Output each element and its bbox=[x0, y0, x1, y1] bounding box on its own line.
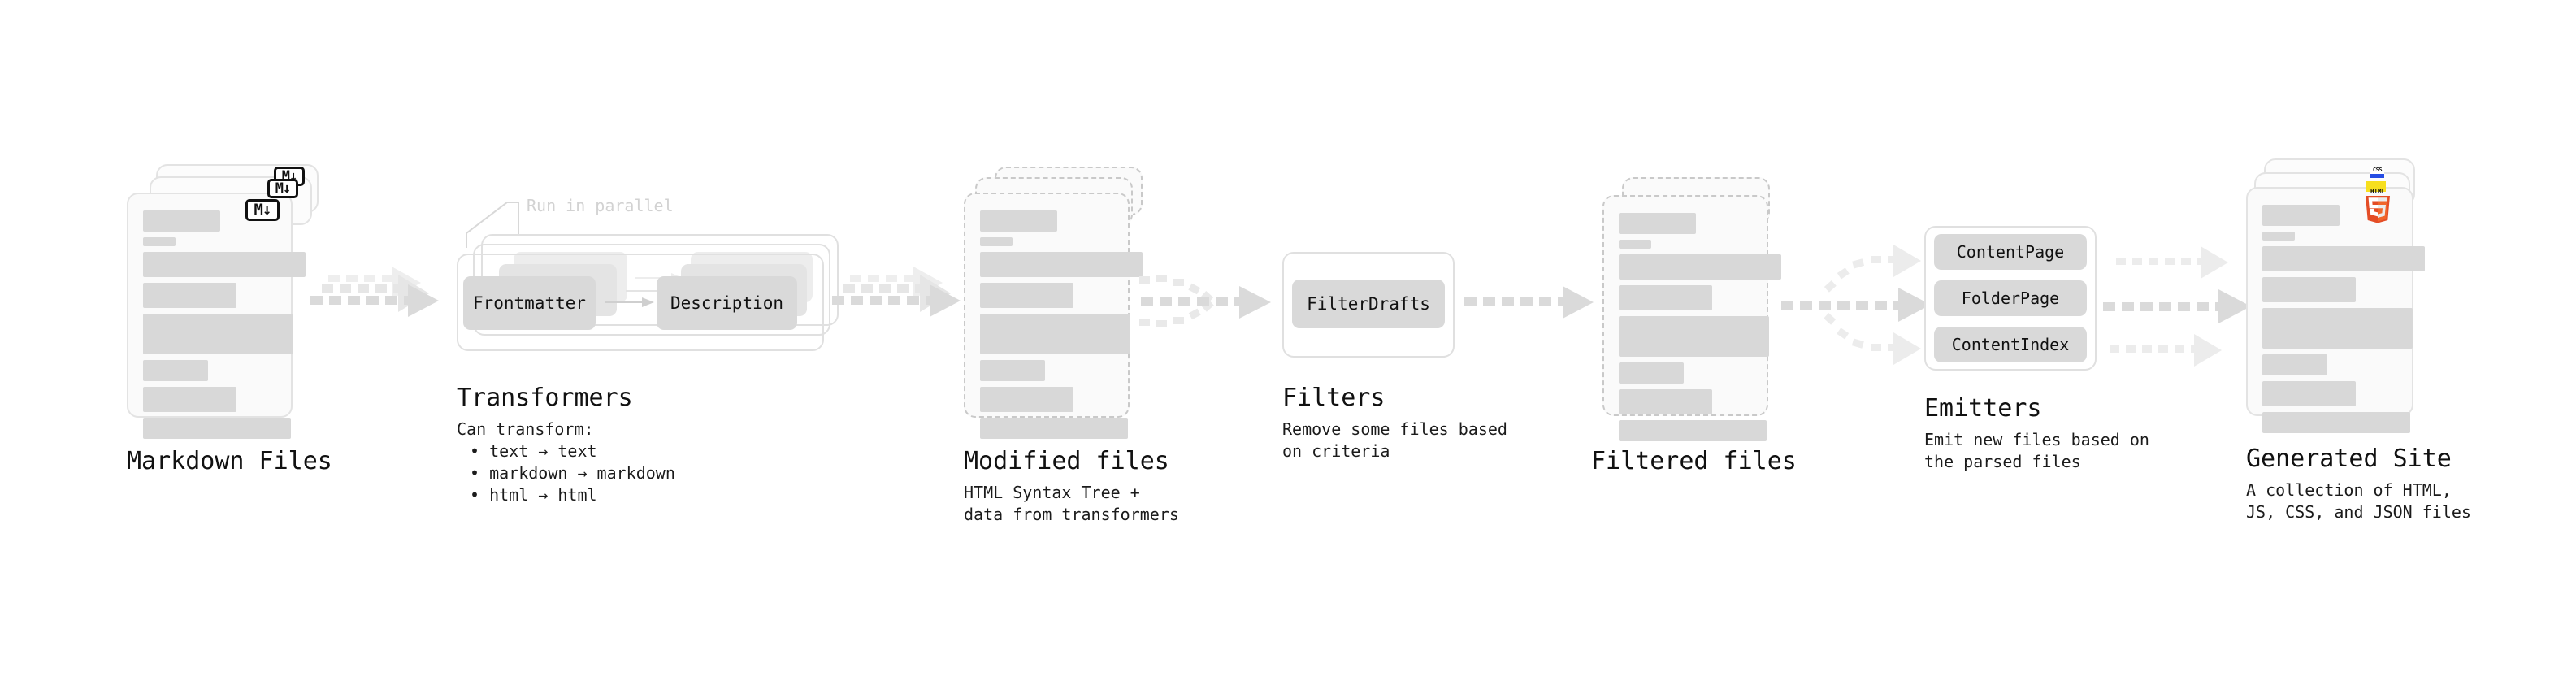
transformers-intro: Can transform: bbox=[457, 419, 594, 439]
arrow-emitters-to-site bbox=[2103, 246, 2251, 367]
transformer-pill-frontmatter[interactable]: Frontmatter bbox=[463, 276, 596, 330]
stage-subtitle-emitters: Emit new files based on the parsed files bbox=[1924, 430, 2149, 471]
filtered-card-front bbox=[1602, 195, 1781, 441]
transformer-arrow-front bbox=[605, 297, 654, 307]
markdown-skeleton-lines bbox=[143, 210, 306, 445]
modified-skeleton-lines bbox=[980, 210, 1143, 445]
markdown-card-front bbox=[127, 193, 306, 439]
arrow-filters-to-filtered bbox=[1464, 286, 1594, 319]
stage-title-emitters: Emitters bbox=[1924, 394, 2042, 423]
skeleton-line bbox=[980, 418, 1128, 439]
skeleton-line bbox=[1619, 420, 1767, 441]
arrow-transformers-to-modified bbox=[832, 267, 961, 317]
skeleton-line bbox=[143, 314, 293, 354]
skeleton-line bbox=[980, 210, 1057, 232]
html5-logo-icon: HTML bbox=[2366, 188, 2390, 223]
skeleton-line bbox=[980, 314, 1130, 354]
skeleton-line bbox=[1619, 362, 1684, 384]
stage-title-generated-site: Generated Site bbox=[2246, 445, 2452, 473]
stage-title-filtered-files: Filtered files bbox=[1591, 447, 1797, 475]
stage-subtitle-generated-site: A collection of HTML, JS, CSS, and JSON … bbox=[2246, 480, 2471, 522]
arrow-filtered-to-emitters bbox=[1781, 245, 1931, 365]
skeleton-line bbox=[143, 283, 236, 308]
skeleton-line bbox=[2262, 381, 2356, 406]
skeleton-line bbox=[143, 360, 208, 381]
stage-subtitle-modified-files: HTML Syntax Tree + data from transformer… bbox=[964, 483, 1179, 524]
run-in-parallel-leader-line bbox=[466, 202, 519, 248]
markdown-logo-icon-back-1: M↓ bbox=[267, 179, 298, 198]
skeleton-line bbox=[143, 387, 236, 412]
filtered-skeleton-lines bbox=[1619, 213, 1781, 447]
skeleton-line bbox=[980, 360, 1045, 381]
skeleton-line bbox=[980, 252, 1143, 277]
run-in-parallel-label: Run in parallel bbox=[527, 196, 674, 215]
transformer-pill-description[interactable]: Description bbox=[657, 276, 797, 330]
arrow-markdown-to-transformers bbox=[310, 267, 439, 317]
css-logo-icon: CSS bbox=[2370, 167, 2384, 178]
site-card-front bbox=[2246, 187, 2425, 433]
skeleton-line bbox=[980, 237, 1013, 246]
site-skeleton-lines bbox=[2262, 205, 2425, 439]
skeleton-line bbox=[2262, 246, 2425, 271]
transformers-bullet-0: • text → text bbox=[470, 441, 597, 461]
css-logo-text: CSS bbox=[2370, 167, 2384, 174]
markdown-logo-icon: M↓ bbox=[245, 199, 280, 221]
skeleton-line bbox=[143, 252, 306, 277]
transformers-bullet-1: • markdown → markdown bbox=[470, 463, 675, 483]
modified-card-front bbox=[964, 193, 1143, 439]
js-logo-icon bbox=[2366, 181, 2386, 192]
stage-title-markdown-files: Markdown Files bbox=[127, 447, 332, 475]
filter-pill-filterdrafts[interactable]: FilterDrafts bbox=[1292, 280, 1445, 328]
skeleton-line bbox=[2262, 232, 2295, 241]
skeleton-line bbox=[143, 210, 220, 232]
skeleton-line bbox=[1619, 389, 1712, 414]
skeleton-line bbox=[1619, 285, 1712, 310]
transformers-bullet-2: • html → html bbox=[470, 485, 597, 505]
svg-text:HTML: HTML bbox=[2370, 188, 2386, 195]
arrow-modified-to-filters bbox=[1139, 275, 1271, 327]
skeleton-line bbox=[2262, 277, 2356, 302]
skeleton-line bbox=[1619, 240, 1651, 249]
skeleton-line bbox=[143, 418, 291, 439]
stage-title-transformers: Transformers bbox=[457, 384, 633, 412]
stage-subtitle-filters: Remove some files based on criteria bbox=[1282, 419, 1507, 461]
skeleton-line bbox=[1619, 254, 1781, 280]
emitter-pill-folderpage[interactable]: FolderPage bbox=[1934, 280, 2087, 316]
skeleton-line bbox=[2262, 205, 2340, 226]
skeleton-line bbox=[1619, 316, 1769, 357]
skeleton-line bbox=[980, 283, 1073, 308]
skeleton-line bbox=[1619, 213, 1696, 234]
emitter-pill-contentpage[interactable]: ContentPage bbox=[1934, 234, 2087, 270]
skeleton-line bbox=[2262, 412, 2410, 433]
skeleton-line bbox=[2262, 308, 2413, 349]
skeleton-line bbox=[2262, 354, 2327, 375]
transformers-bullet-list: • text → text • markdown → markdown • ht… bbox=[457, 440, 675, 506]
skeleton-line bbox=[143, 237, 176, 246]
transformers-container bbox=[457, 254, 824, 351]
stage-title-modified-files: Modified files bbox=[964, 447, 1169, 475]
emitter-pill-contentindex[interactable]: ContentIndex bbox=[1934, 327, 2087, 362]
skeleton-line bbox=[980, 387, 1073, 412]
stage-title-filters: Filters bbox=[1282, 384, 1386, 412]
